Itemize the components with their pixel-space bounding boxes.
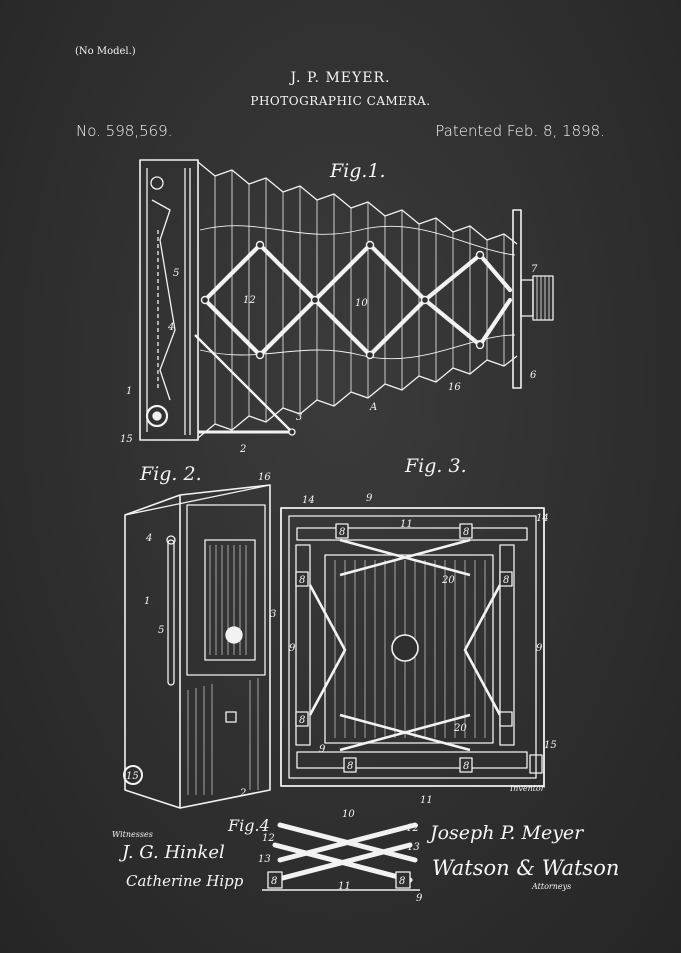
no-model-note: (No Model.) xyxy=(75,46,136,57)
fig3-ref-8e: 8 xyxy=(299,715,305,726)
fig4-ref-13a: 13 xyxy=(258,854,271,865)
patent-date: Patented Feb. 8, 1898. xyxy=(435,122,605,140)
figure-4-label: Fig.4 xyxy=(228,816,270,835)
fig1-ref-15: 15 xyxy=(120,434,133,445)
witnesses-label: Witnesses xyxy=(112,830,153,839)
fig1-ref-10: 10 xyxy=(355,298,368,309)
fig4-ref-8b: 8 xyxy=(399,876,405,887)
fig4-ref-12b: 12 xyxy=(406,823,419,834)
fig3-ref-8a: 8 xyxy=(339,527,345,538)
fig1-ref-A: A xyxy=(369,402,377,413)
fig2-ref-15: 15 xyxy=(126,771,139,782)
fig3-ref-8b: 8 xyxy=(463,527,469,538)
fig1-ref-16: 16 xyxy=(448,382,461,393)
fig1-ref-1: 1 xyxy=(126,386,132,397)
fig4-ref-13b: 13 xyxy=(407,842,420,853)
inventor-heading: J. P. MEYER. xyxy=(290,70,391,86)
fig4-ref-10: 10 xyxy=(342,809,355,820)
fig1-ref-7: 7 xyxy=(531,264,538,275)
figure-4-drawing xyxy=(262,822,420,891)
fig3-ref-8d: 8 xyxy=(503,575,509,586)
fig2-ref-3: 3 xyxy=(270,609,276,620)
fig2-ref-2: 2 xyxy=(239,788,246,799)
fig3-ref-14a: 14 xyxy=(302,495,315,506)
fig2-ref-4: 4 xyxy=(145,533,152,544)
fig4-ref-8a: 8 xyxy=(271,876,277,887)
inventor-signature: Joseph P. Meyer xyxy=(430,822,584,844)
inventor-label: Inventor xyxy=(510,784,545,793)
figure-2-label: Fig. 2. xyxy=(140,463,202,485)
reference-numerals: 1 15 2 3 4 5 6 7 12 16 A 10 16 4 1 5 3 2… xyxy=(120,264,557,904)
fig3-ref-9a: 9 xyxy=(366,493,373,504)
fig3-ref-11a: 11 xyxy=(400,519,413,530)
fig3-ref-8g: 8 xyxy=(463,761,469,772)
fig3-ref-9b: 9 xyxy=(289,643,296,654)
fig3-ref-11b: 11 xyxy=(420,795,433,806)
fig3-ref-8c: 8 xyxy=(299,575,305,586)
attorney-signature: Watson & Watson xyxy=(432,856,620,880)
witness-signature-2: Catherine Hipp xyxy=(126,872,244,890)
fig1-ref-3: 3 xyxy=(296,412,302,423)
fig3-ref-14b: 14 xyxy=(536,513,549,524)
fig2-ref-16: 16 xyxy=(258,472,271,483)
fig1-ref-2: 2 xyxy=(239,444,246,455)
fig2-ref-1: 1 xyxy=(144,596,150,607)
fig1-ref-4: 4 xyxy=(167,322,174,333)
fig1-ref-5: 5 xyxy=(173,268,179,279)
figure-1-drawing xyxy=(139,159,554,441)
fig3-ref-15: 15 xyxy=(544,740,557,751)
fig3-ref-20a: 20 xyxy=(441,575,455,586)
fig2-ref-5: 5 xyxy=(158,625,164,636)
witness-signature-1: J. G. Hinkel xyxy=(122,842,225,863)
fig4-ref-9: 9 xyxy=(416,893,423,904)
attorneys-label: Attorneys xyxy=(532,882,572,891)
fig1-ref-6: 6 xyxy=(530,370,537,381)
figure-1-label: Fig.1. xyxy=(330,160,386,182)
fig3-ref-9c: 9 xyxy=(536,643,543,654)
figure-3-drawing xyxy=(280,507,545,787)
patent-title: PHOTOGRAPHIC CAMERA. xyxy=(250,94,431,108)
fig4-ref-12a: 12 xyxy=(262,833,275,844)
patent-number: No. 598,569. xyxy=(76,122,173,140)
figure-3-label: Fig. 3. xyxy=(405,455,467,477)
figure-2-drawing xyxy=(123,484,271,809)
fig4-ref-11: 11 xyxy=(338,881,351,892)
fig1-ref-12: 12 xyxy=(243,295,256,306)
fig3-ref-20b: 20 xyxy=(453,723,467,734)
fig3-ref-8f: 8 xyxy=(347,761,353,772)
fig3-ref-9d: 9 xyxy=(319,744,326,755)
